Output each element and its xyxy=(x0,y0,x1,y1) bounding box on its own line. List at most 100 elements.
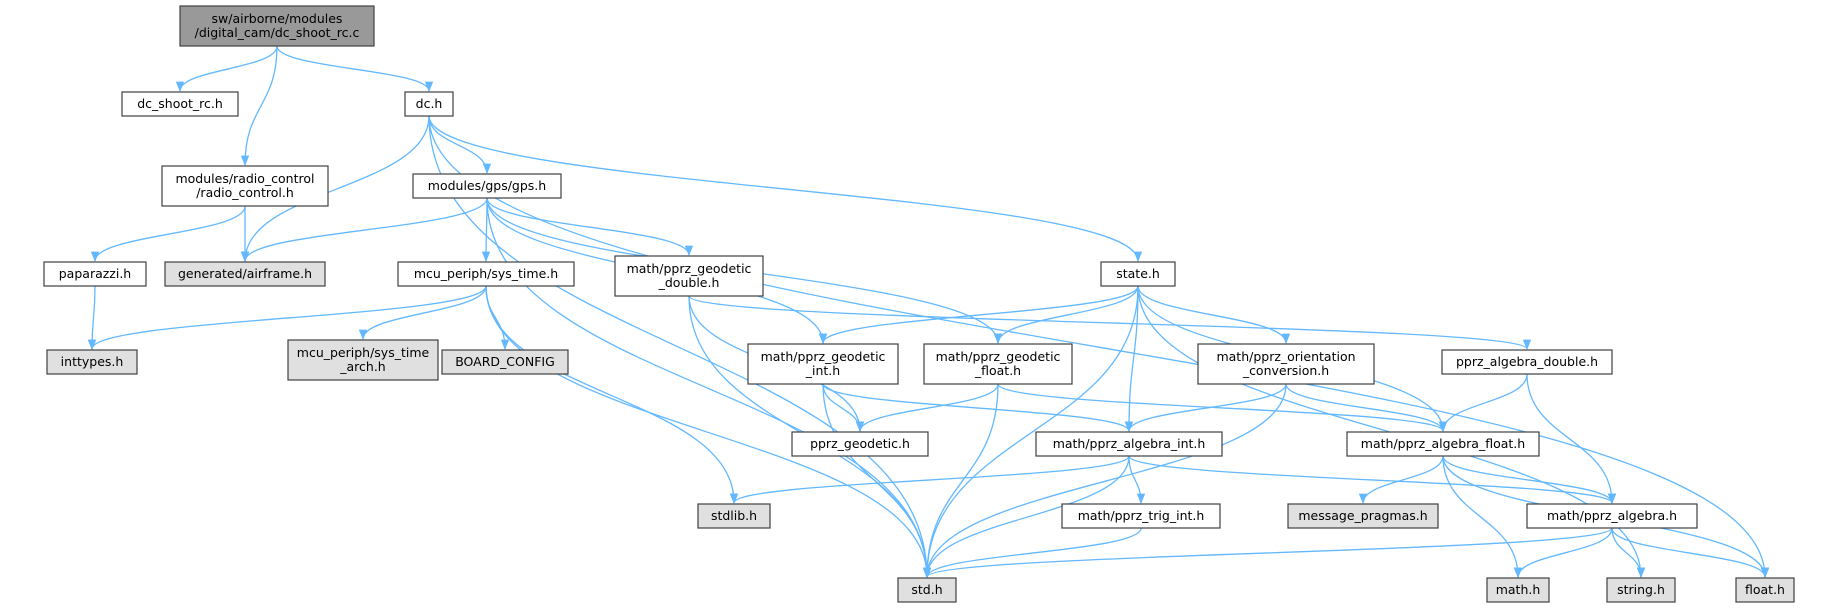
node-orientation_conversion_h[interactable]: math/pprz_orientation_conversion.h xyxy=(1197,343,1375,385)
node-layer: sw/airborne/modules/digital_cam/dc_shoot… xyxy=(43,5,1795,603)
node-label: generated/airframe.h xyxy=(178,266,312,281)
node-dc_shoot_rc_h[interactable]: dc_shoot_rc.h xyxy=(121,91,239,117)
edge-dc_h-to-std_h xyxy=(428,115,932,579)
edge-dc_h-to-gps_h xyxy=(428,115,492,175)
edge-trig_int_h-to-std_h xyxy=(922,527,1142,579)
node-box xyxy=(1287,503,1439,529)
edge-dc_h-to-float_h xyxy=(428,115,1770,579)
node-label: dc.h xyxy=(416,96,443,111)
node-label: mcu_periph/sys_time xyxy=(297,345,430,360)
edge-geodetic_float_h-to-std_h xyxy=(922,383,999,579)
node-box xyxy=(1486,577,1550,603)
node-label: inttypes.h xyxy=(61,354,124,369)
edge-root-to-dc_shoot_rc_h xyxy=(175,45,278,93)
node-label: mcu_periph/sys_time.h xyxy=(414,266,558,281)
node-label: math/pprz_geodetic xyxy=(936,349,1061,364)
edge-radio_control_h-to-paparazzi_h xyxy=(90,205,246,263)
node-label: modules/gps/gps.h xyxy=(428,178,546,193)
node-airframe_h: generated/airframe.h xyxy=(164,261,326,287)
edge-gps_h-to-airframe_h xyxy=(240,197,488,263)
node-state_h[interactable]: state.h xyxy=(1100,261,1176,287)
node-box xyxy=(164,261,326,287)
node-label: math.h xyxy=(1496,582,1541,597)
node-label: _arch.h xyxy=(339,359,385,374)
node-box xyxy=(46,349,138,375)
edge-geodetic_float_h-to-algebra_float_h xyxy=(997,383,1447,433)
node-box xyxy=(747,343,899,385)
edge-algebra_double_h-to-algebra_h xyxy=(1526,373,1617,505)
node-algebra_h[interactable]: math/pprz_algebra.h xyxy=(1526,503,1698,529)
edge-root-to-dc_h xyxy=(276,45,434,93)
edge-gps_h-to-geodetic_double_h xyxy=(486,197,694,257)
edge-state_h-to-orientation_conversion_h xyxy=(1137,285,1291,345)
node-box xyxy=(1606,577,1676,603)
node-geodetic_float_h[interactable]: math/pprz_geodetic_float.h xyxy=(923,343,1073,385)
node-box xyxy=(43,261,147,287)
node-box xyxy=(614,255,764,297)
node-label: math/pprz_trig_int.h xyxy=(1078,508,1205,523)
node-box xyxy=(697,503,771,529)
edge-orientation_conversion_h-to-algebra_int_h xyxy=(1124,383,1287,433)
node-sys_time_h[interactable]: mcu_periph/sys_time.h xyxy=(397,261,575,287)
edge-state_h-to-std_h xyxy=(922,285,1139,579)
node-label: stdlib.h xyxy=(711,508,757,523)
node-box xyxy=(441,349,569,375)
edge-sys_time_h-to-sys_time_arch_h xyxy=(358,285,487,341)
node-label: math/pprz_algebra_int.h xyxy=(1053,436,1206,451)
edge-algebra_int_h-to-std_h xyxy=(922,455,1130,579)
edge-algebra_float_h-to-math_h xyxy=(1442,455,1523,579)
node-box xyxy=(121,91,239,117)
node-std_h: std.h xyxy=(897,577,957,603)
node-label: pprz_algebra_double.h xyxy=(1456,354,1598,369)
edge-geodetic_double_h-to-algebra_double_h xyxy=(688,295,1531,351)
node-geodetic_int_h[interactable]: math/pprz_geodetic_int.h xyxy=(747,343,899,385)
node-inttypes_h: inttypes.h xyxy=(46,349,138,375)
edge-paparazzi_h-to-inttypes_h xyxy=(87,285,97,351)
node-label: string.h xyxy=(1617,582,1665,597)
node-label: std.h xyxy=(911,582,942,597)
node-label: math/pprz_orientation xyxy=(1216,349,1355,364)
node-label: _float.h xyxy=(974,363,1021,378)
edge-dc_h-to-state_h xyxy=(428,115,1143,263)
node-box xyxy=(287,339,439,381)
node-paparazzi_h[interactable]: paparazzi.h xyxy=(43,261,147,287)
node-algebra_int_h[interactable]: math/pprz_algebra_int.h xyxy=(1035,431,1223,457)
node-dc_h[interactable]: dc.h xyxy=(404,91,454,117)
node-algebra_double_h[interactable]: pprz_algebra_double.h xyxy=(1441,349,1613,375)
edge-algebra_float_h-to-message_pragmas_h xyxy=(1358,455,1444,505)
node-label: /digital_cam/dc_shoot_rc.c xyxy=(195,25,360,40)
node-radio_control_h[interactable]: modules/radio_control/radio_control.h xyxy=(161,165,329,207)
edge-gps_h-to-sys_time_h xyxy=(481,197,491,263)
node-gps_h[interactable]: modules/gps/gps.h xyxy=(412,173,562,199)
edge-state_h-to-algebra_int_h xyxy=(1124,285,1139,433)
edge-algebra_double_h-to-algebra_float_h xyxy=(1438,373,1528,433)
node-math_h: math.h xyxy=(1486,577,1550,603)
node-label: _int.h xyxy=(805,363,840,378)
node-trig_int_h[interactable]: math/pprz_trig_int.h xyxy=(1061,503,1221,529)
node-label: /radio_control.h xyxy=(196,185,294,200)
edge-algebra_h-to-math_h xyxy=(1513,527,1613,579)
node-label: math/pprz_algebra_float.h xyxy=(1361,436,1525,451)
edge-dc_h-to-airframe_h xyxy=(240,115,430,263)
node-label: math/pprz_geodetic xyxy=(627,261,752,276)
node-box xyxy=(179,5,375,47)
node-sys_time_arch_h: mcu_periph/sys_time_arch.h xyxy=(287,339,439,381)
node-box xyxy=(923,343,1073,385)
node-label: sw/airborne/modules xyxy=(212,11,343,26)
edge-state_h-to-geodetic_int_h xyxy=(818,285,1139,345)
node-label: paparazzi.h xyxy=(59,266,131,281)
edge-algebra_int_h-to-stdlib_h xyxy=(730,455,1130,505)
node-geodetic_double_h[interactable]: math/pprz_geodetic_double.h xyxy=(614,255,764,297)
edge-state_h-to-geodetic_float_h xyxy=(993,285,1139,345)
node-label: state.h xyxy=(1116,266,1160,281)
node-pprz_geodetic_h[interactable]: pprz_geodetic.h xyxy=(791,431,929,457)
node-stdlib_h: stdlib.h xyxy=(697,503,771,529)
node-box xyxy=(1441,349,1613,375)
node-box xyxy=(1526,503,1698,529)
node-box xyxy=(412,173,562,199)
node-message_pragmas_h: message_pragmas.h xyxy=(1287,503,1439,529)
node-float_h: float.h xyxy=(1735,577,1795,603)
edge-geodetic_float_h-to-pprz_geodetic_h xyxy=(855,383,999,433)
node-algebra_float_h[interactable]: math/pprz_algebra_float.h xyxy=(1346,431,1540,457)
